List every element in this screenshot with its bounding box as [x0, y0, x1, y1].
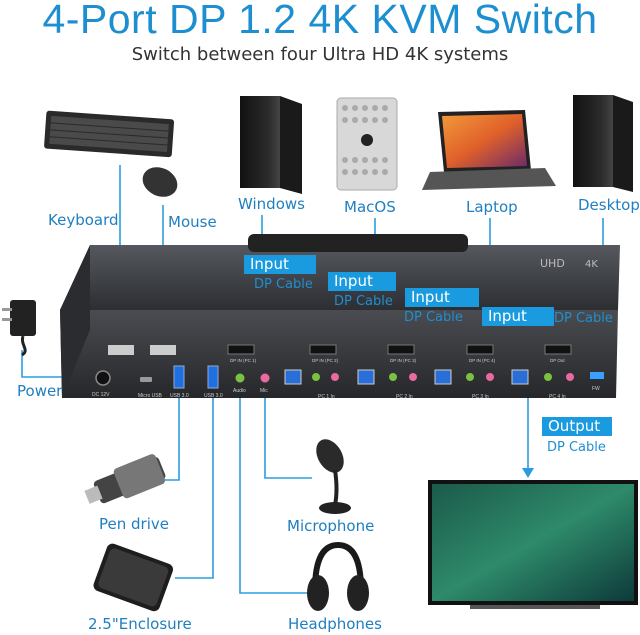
- mic-line: [264, 390, 312, 479]
- fw-label: FW: [592, 386, 600, 392]
- page-subtitle: Switch between four Ultra HD 4K systems: [131, 44, 509, 65]
- pc3-label: PC 3 In: [472, 394, 489, 400]
- mac-pro: [336, 97, 398, 191]
- dp2-label: DP IN (PC 2): [312, 358, 339, 363]
- input-cable-4: DP Cable: [554, 311, 613, 326]
- keyboard-device: [44, 110, 175, 158]
- output-cable: DP Cable: [547, 440, 606, 455]
- desktop-pc: [573, 95, 633, 192]
- mouse-device: [142, 167, 178, 197]
- dpout-label: DP Out: [550, 358, 565, 363]
- output-tag: Output: [542, 417, 612, 436]
- dp-in-1: [227, 344, 255, 355]
- dc-label: DC 12V: [92, 392, 110, 398]
- keyboard-label: Keyboard: [48, 211, 119, 229]
- mic-jack: [259, 372, 271, 384]
- mic-label: Mic: [260, 388, 268, 394]
- dc-jack: [95, 370, 111, 386]
- mouse-label: Mouse: [168, 213, 217, 231]
- pc4-label: PC 4 In: [549, 394, 566, 400]
- input-cable-3: DP Cable: [404, 310, 463, 325]
- dp-in-3: [387, 344, 415, 355]
- power-label: Power: [17, 382, 63, 400]
- pc1-ports: [284, 369, 339, 385]
- input-cable-1: DP Cable: [254, 277, 313, 292]
- dp-in-4: [466, 344, 494, 355]
- usb-port-2: [207, 365, 219, 389]
- input-tag-3: Input: [405, 288, 479, 307]
- audio-jack: [234, 372, 246, 384]
- headphone-line: [239, 390, 312, 594]
- pc4-ports: [511, 369, 574, 385]
- input-cable-2: DP Cable: [334, 294, 393, 309]
- dp3-label: DP IN (PC 3): [390, 358, 417, 363]
- dp-out: [544, 344, 572, 355]
- keyboard-port: [108, 345, 134, 355]
- headphones-device: [307, 541, 369, 611]
- micro-usb-label: Micro USB: [138, 393, 163, 399]
- enclosure-line: [175, 395, 214, 579]
- usb-port-1: [173, 365, 185, 389]
- audio-label: Audio: [233, 388, 246, 394]
- windows-pc: [240, 96, 302, 194]
- dp-in-2: [309, 344, 337, 355]
- desktop-label: Desktop: [578, 196, 640, 214]
- input-tag-2: Input: [328, 272, 396, 291]
- pc1-label: PC 1 In: [318, 394, 335, 400]
- enclosure-label: 2.5"Enclosure: [88, 615, 192, 633]
- pen-drive-label: Pen drive: [99, 515, 169, 533]
- input-tag-1: Input: [244, 255, 316, 274]
- laptop-device: [422, 110, 556, 190]
- mouse-port: [150, 345, 176, 355]
- micro-usb-port: [140, 377, 152, 382]
- dp4-label: DP IN (PC 4): [469, 358, 496, 363]
- laptop-label: Laptop: [466, 198, 518, 216]
- uhd-logo: UHD: [540, 257, 565, 270]
- power-adapter: [2, 300, 36, 357]
- windows-label: Windows: [238, 195, 305, 213]
- macos-label: MacOS: [344, 198, 396, 216]
- output-arrow: [522, 468, 534, 478]
- pc2-label: PC 2 In: [396, 394, 413, 400]
- page-title: 4-Port DP 1.2 4K KVM Switch: [42, 0, 598, 42]
- pc3-ports: [434, 369, 494, 385]
- brand-mark: 4K: [585, 259, 598, 270]
- usb-label-1: USB 3.0: [170, 393, 189, 399]
- pen-drive: [84, 454, 166, 504]
- usb-label-2: USB 3.0: [204, 393, 223, 399]
- microphone-label: Microphone: [287, 517, 375, 535]
- hdd-enclosure: [93, 543, 174, 612]
- input-tag-4: Input: [482, 307, 554, 326]
- monitor-device: [428, 480, 638, 609]
- microphone-device: [316, 439, 351, 514]
- pc2-ports: [357, 369, 417, 385]
- headphones-label: Headphones: [288, 615, 382, 633]
- fw-switch: [590, 372, 604, 379]
- dp1-label: DP IN (PC 1): [230, 358, 257, 363]
